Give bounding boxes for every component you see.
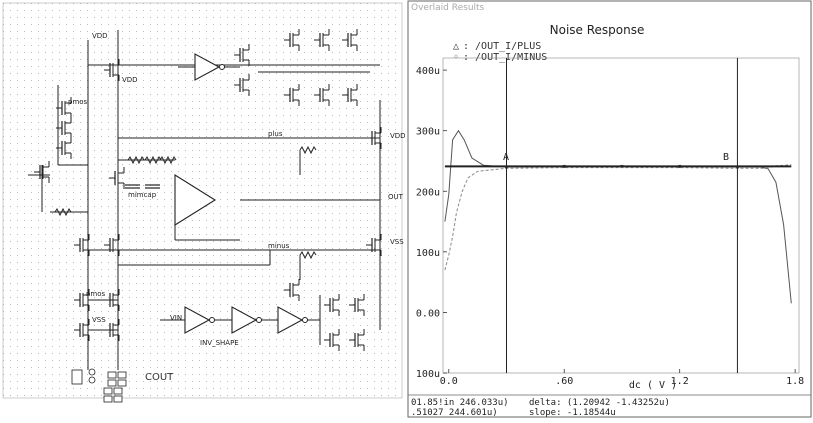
- plus-label: plus: [268, 130, 283, 138]
- waveform-plot[interactable]: Overlaid Results Noise Response △ : /OUT…: [407, 0, 813, 419]
- legend-marker-minus: ◦: [453, 52, 459, 63]
- series-line: [444, 164, 792, 271]
- schematic-pane[interactable]: VDD VDD VDD VSS VSS OUT plus minus VIN I…: [0, 0, 406, 419]
- legend-label-plus: : /OUT_I/PLUS: [463, 41, 541, 52]
- nmos-label: nmos: [86, 290, 106, 298]
- title-block-symbols: [71, 368, 127, 403]
- y-tick-label: 100u: [416, 248, 440, 259]
- y-tick-label: 200u: [416, 187, 440, 198]
- vdd-label: VDD: [390, 132, 405, 140]
- minus-label: minus: [268, 242, 290, 250]
- y-tick-label: 0.00: [416, 308, 440, 319]
- title-block-label: COUT: [145, 372, 174, 383]
- vss-label: VSS: [92, 316, 106, 324]
- window-title: Overlaid Results: [411, 3, 485, 13]
- y-tick-label: 400u: [416, 66, 440, 77]
- vin-label: VIN: [170, 314, 182, 322]
- y-tick-label: 100u: [416, 369, 440, 380]
- opamp-symbol: [174, 174, 217, 226]
- schematic-canvas[interactable]: VDD VDD VDD VSS VSS OUT plus minus VIN I…: [0, 0, 406, 419]
- x-axis-label: dc ( V ): [629, 380, 677, 391]
- legend-marker-plus: △: [453, 41, 459, 52]
- x-tick-label: 1.2: [671, 376, 689, 387]
- cursor-b-label: B: [723, 152, 729, 163]
- x-tick-label: 0.0: [440, 376, 458, 387]
- plot-title: Noise Response: [550, 23, 645, 37]
- vdd-label: VDD: [92, 32, 108, 40]
- plot-border: [407, 0, 812, 418]
- x-tick-label: 1.8: [786, 376, 804, 387]
- vss-label: VSS: [390, 238, 404, 246]
- status-cursor-b: .51027 244.601u): [411, 408, 498, 418]
- out-label: OUT: [388, 193, 404, 201]
- y-tick-label: 300u: [416, 127, 440, 138]
- axis-ticks: 100u 0.00 100u 200u 300u 400u 0.0 .60 1.2 1.8: [416, 66, 804, 387]
- pmos-label: pmos: [68, 98, 88, 106]
- schematic-wiring: [28, 30, 381, 370]
- legend-label-minus: : /OUT_I/MINUS: [463, 52, 547, 63]
- waveform-window[interactable]: Overlaid Results Noise Response △ : /OUT…: [407, 0, 813, 419]
- cursor-a-label: A: [503, 152, 509, 163]
- schematic-inverters: [174, 53, 309, 334]
- x-tick-label: .60: [555, 376, 573, 387]
- cursor-lines[interactable]: [506, 58, 738, 373]
- cap-label: mimcap: [128, 191, 157, 199]
- status-delta: delta: (1.20942 -1.43252u): [529, 398, 670, 408]
- legend: △ : /OUT_I/PLUS ◦ : /OUT_I/MINUS: [453, 41, 547, 63]
- inverter-label: INV_SHAPE: [200, 339, 239, 347]
- schematic-capacitors: [125, 184, 160, 189]
- status-slope: slope: -1.18544u: [529, 408, 616, 418]
- status-cursor-a: 01.85!in 246.033u): [411, 398, 509, 408]
- plot-area: [442, 57, 800, 374]
- vdd-label: VDD: [122, 76, 138, 84]
